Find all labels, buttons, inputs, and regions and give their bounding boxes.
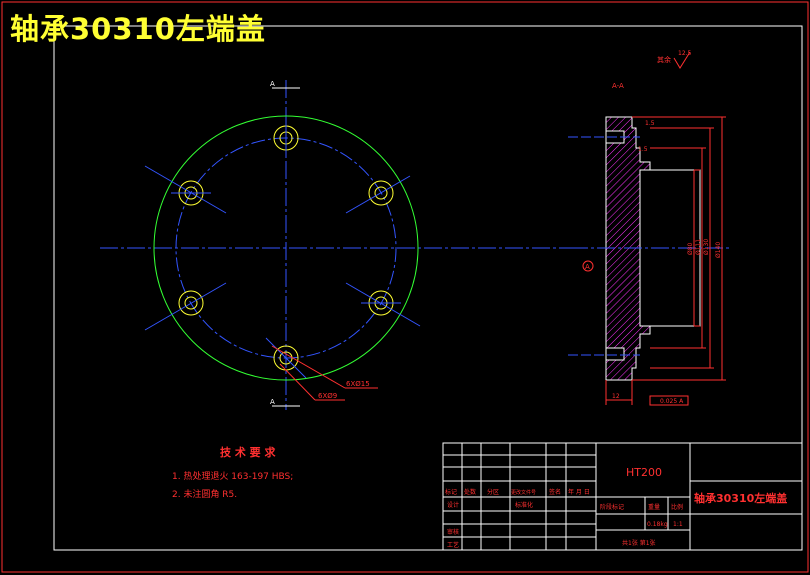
dim-chamfer: 1.5 bbox=[645, 120, 655, 127]
part-name: 轴承30310左端盖 bbox=[694, 491, 787, 505]
dim-hole-large: 6XØ15 bbox=[346, 380, 370, 388]
tb-scale-label: 比例 bbox=[671, 503, 683, 511]
title-block bbox=[442, 442, 803, 551]
material: HT200 bbox=[626, 466, 662, 479]
tb-hdr-3: 分区 bbox=[487, 488, 499, 496]
dim-hole-small: 6XØ9 bbox=[318, 392, 337, 400]
roughness-value: 12.5 bbox=[678, 50, 692, 57]
tb-sheets: 共1张 第1张 bbox=[622, 539, 656, 547]
tb-weight-value: 0.18kg bbox=[647, 521, 668, 528]
tb-weight-label: 重量 bbox=[648, 503, 660, 511]
tech-item-2: 2. 未注圆角 R5. bbox=[172, 488, 237, 500]
dim-d1: Ø80 bbox=[687, 242, 694, 255]
front-view: A A 6XØ15 6XØ9 bbox=[100, 80, 580, 410]
section-view: A-A 其余 12.5 bbox=[568, 50, 730, 406]
title-block-text: HT200 轴承30310左端盖 标记 处数 分区 更改文件号 签名 年 月 日… bbox=[445, 466, 787, 549]
tb-hdr-4: 更改文件号 bbox=[511, 489, 536, 496]
dim-d2: Ø111 bbox=[695, 239, 702, 255]
view-marker-top: A bbox=[270, 80, 275, 88]
section-label: A-A bbox=[612, 82, 624, 90]
view-marker-bottom: A bbox=[270, 398, 275, 406]
dim-step: 1.5 bbox=[638, 146, 648, 153]
tb-hdr-5: 签名 bbox=[549, 488, 561, 496]
section-marker: A bbox=[585, 263, 590, 271]
tb-std: 标准化 bbox=[515, 501, 533, 509]
tb-design: 设计 bbox=[447, 501, 459, 509]
tech-requirements: 技 术 要 求 1. 热处理退火 163-197 HBS; 2. 未注圆角 R5… bbox=[172, 445, 293, 500]
dim-width: 12 bbox=[612, 393, 620, 400]
dim-d3: Ø130 bbox=[703, 239, 710, 255]
inner-frame bbox=[53, 25, 803, 551]
drawing-title: 轴承30310左端盖 bbox=[10, 12, 266, 46]
tb-review: 审核 bbox=[447, 528, 459, 536]
tolerance: 0.025 A bbox=[660, 398, 684, 405]
dim-d4: Ø140 bbox=[715, 242, 722, 258]
tb-process: 工艺 bbox=[447, 541, 459, 549]
tb-stage: 阶段标记 bbox=[600, 503, 624, 511]
tb-hdr-1: 标记 bbox=[445, 488, 457, 496]
tech-item-1: 1. 热处理退火 163-197 HBS; bbox=[172, 470, 293, 482]
tb-hdr-6: 年 月 日 bbox=[568, 488, 590, 496]
tech-title: 技 术 要 求 bbox=[220, 445, 276, 459]
roughness-note: 其余 bbox=[657, 55, 671, 64]
tb-hdr-2: 处数 bbox=[464, 488, 476, 496]
tb-scale-value: 1:1 bbox=[673, 521, 683, 528]
